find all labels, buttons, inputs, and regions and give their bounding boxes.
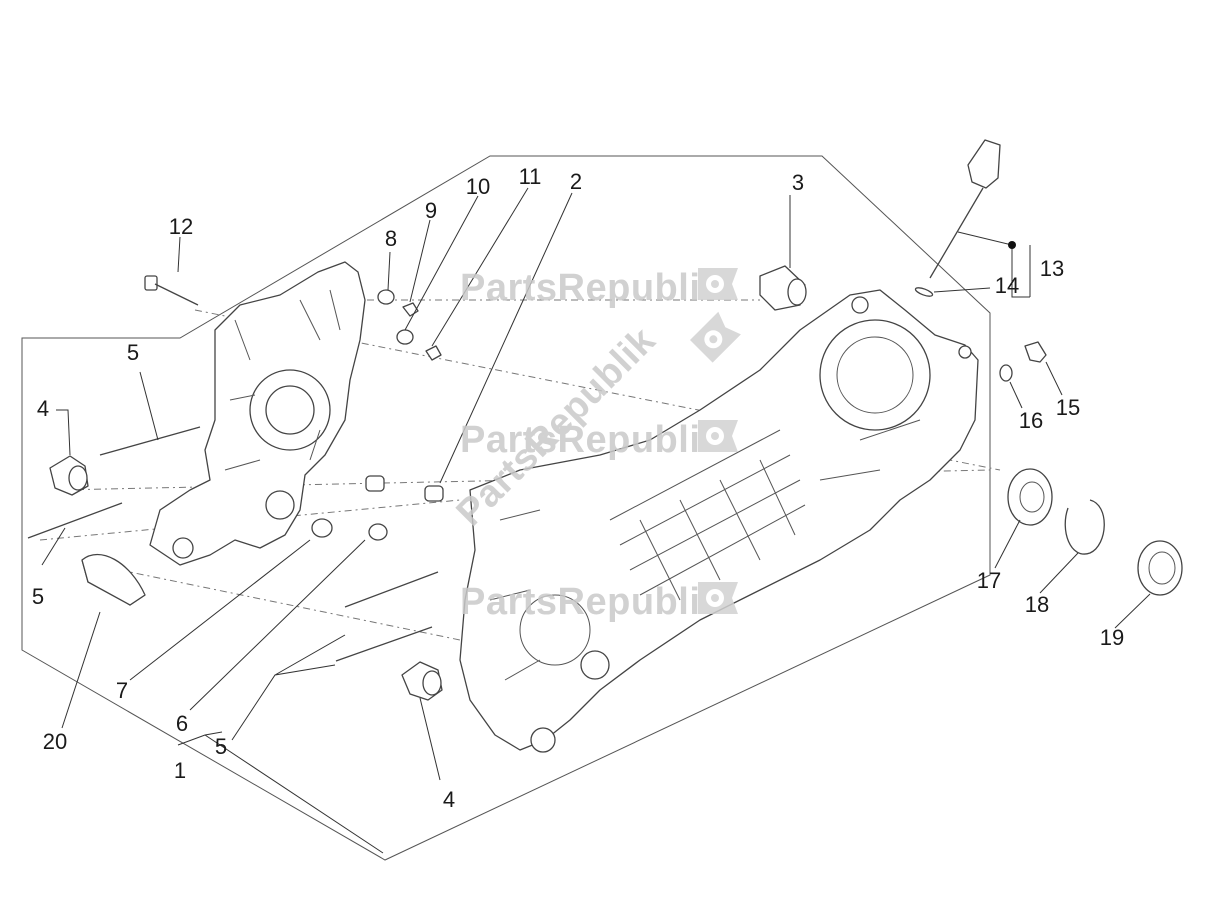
callout-12: 12	[169, 214, 193, 239]
callout-20: 20	[43, 729, 67, 754]
callout-5: 5	[32, 584, 44, 609]
dipstick-part-13	[929, 139, 1001, 279]
studs	[27, 426, 439, 662]
callout-10: 10	[466, 174, 490, 199]
watermark-text: PartsRepublik	[460, 267, 722, 309]
main-crankcase	[459, 289, 979, 753]
bearing-part-17	[1007, 468, 1053, 526]
half-shell-part-20	[81, 554, 146, 606]
oil-seal-part-19	[1137, 540, 1183, 596]
callout-14: 14	[995, 273, 1019, 298]
gear-flag-icon	[690, 311, 741, 363]
callout-labels: 1 2 3 4 4 5 5 5 6 7 8 9 10 11 12 13 14 1…	[32, 164, 1124, 812]
callout-2: 2	[570, 169, 582, 194]
callout-8: 8	[385, 226, 397, 251]
watermark-text: PartsRepublik	[460, 581, 722, 623]
small-bushings	[311, 289, 444, 541]
callout-9: 9	[425, 198, 437, 223]
circlip-part-18	[1064, 499, 1105, 555]
callout-19: 19	[1100, 625, 1124, 650]
callout-6: 6	[176, 711, 188, 736]
assembly-frame	[21, 155, 991, 861]
leader-lines	[41, 187, 1151, 854]
callout-7: 7	[116, 678, 128, 703]
callout-4: 4	[37, 396, 49, 421]
callout-18: 18	[1025, 592, 1049, 617]
gear-flag-icon	[698, 420, 738, 452]
callout-1: 1	[174, 758, 186, 783]
watermark-text: PartsRepublik	[460, 419, 722, 461]
callout-13: 13	[1040, 256, 1064, 281]
callout-16: 16	[1019, 408, 1043, 433]
callout-15: 15	[1056, 395, 1080, 420]
callout-17: 17	[977, 568, 1001, 593]
gear-flag-icon	[698, 268, 738, 300]
silent-block-parts-4	[49, 455, 443, 701]
callout-5: 5	[127, 340, 139, 365]
bushing-part-3	[759, 265, 807, 311]
callout-4: 4	[443, 787, 455, 812]
bolt-part-12	[144, 275, 199, 306]
callout-5: 5	[215, 734, 227, 759]
callout-3: 3	[792, 170, 804, 195]
seal-and-screw-parts	[914, 287, 1047, 382]
callout-11: 11	[519, 164, 542, 189]
gear-flag-icon	[698, 582, 738, 614]
left-crankcase-half	[149, 261, 366, 566]
